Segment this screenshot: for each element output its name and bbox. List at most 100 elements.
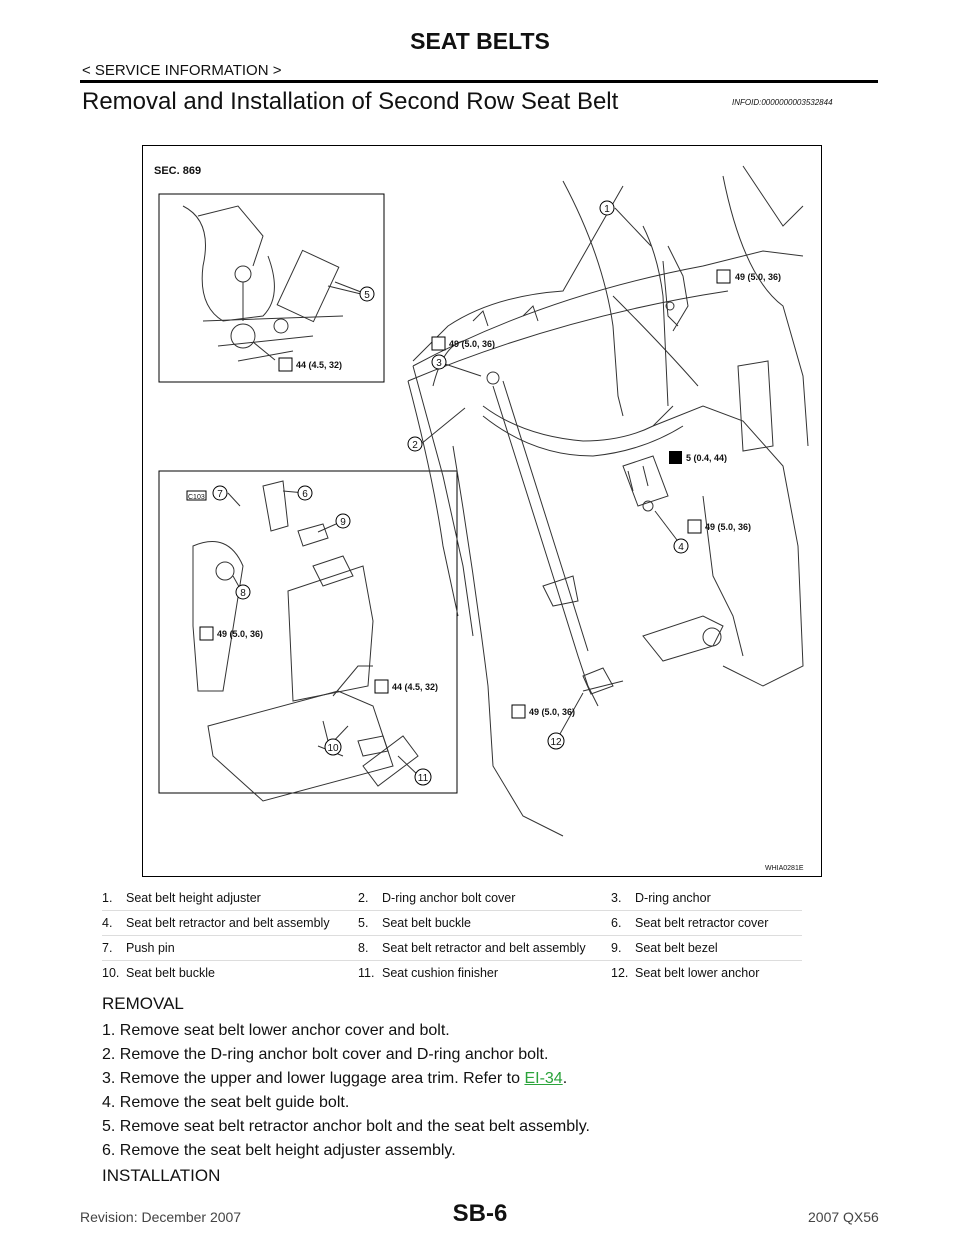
callout-circle: [324, 738, 342, 756]
legend-item: 6. Seat belt retractor cover: [611, 910, 802, 936]
callout-11: 11: [418, 773, 429, 784]
callout-12: 12: [550, 737, 562, 748]
revision-date: Revision: December 2007: [80, 1209, 242, 1225]
installation-heading: INSTALLATION: [102, 1166, 221, 1185]
legend-number: 7.: [102, 941, 113, 955]
torque-labels: 49 (5.0, 36) 49 (5.0, 36) 44 (4.5, 32) 5…: [199, 269, 781, 719]
removal-step-2: 2. Remove the D-ring anchor bolt cover a…: [102, 1046, 549, 1063]
breadcrumb: < SERVICE INFORMATION >: [82, 62, 282, 79]
legend-row: 4.Seat belt retractor and belt assembly …: [102, 910, 802, 936]
legend-item: 10. Seat belt buckle: [102, 960, 358, 985]
callout-4: 4: [678, 542, 684, 553]
callout-circle: [673, 538, 689, 554]
model-label: 2007 QX56: [808, 1209, 879, 1225]
legend-row: 10. Seat belt buckle 11. Seat cushion fini…: [102, 960, 802, 985]
legend-item: 2. D-ring anchor bolt cover: [358, 886, 611, 911]
page-title: SEAT BELTS: [410, 28, 550, 54]
inset-lower-left: [158, 470, 458, 794]
torque-icon: [374, 679, 389, 694]
legend-text: Seat belt buckle: [126, 966, 215, 980]
callout-circle: [335, 513, 351, 529]
section-title: Removal and Installation of Second Row S…: [82, 88, 619, 115]
callout-7: 7: [217, 489, 223, 500]
legend-text: Push pin: [126, 941, 175, 955]
legend-number: 1.: [102, 891, 113, 905]
torque-label-7: 44 (4.5, 32): [392, 682, 438, 692]
callout-circle: [297, 485, 313, 501]
callout-2: 2: [412, 440, 418, 451]
removal-step-4: 4. Remove the seat belt guide bolt.: [102, 1094, 350, 1111]
callout-8: 8: [240, 588, 246, 599]
legend-number: 2.: [358, 891, 369, 905]
legend-text: Seat belt retractor cover: [635, 916, 769, 930]
legend-item: 7. Push pin: [102, 935, 358, 961]
legend-number: 6.: [611, 916, 622, 930]
legend-row: 7.Push pin 8.Seat belt retractor and bel…: [102, 935, 802, 961]
legend-row: 1. Seat belt height adjuster 2. D-ring anc…: [102, 886, 802, 911]
callout-9: 9: [340, 517, 346, 528]
page-number: SB-6: [452, 1200, 508, 1227]
legend-text: D-ring anchor bolt cover: [382, 891, 516, 905]
legend-item: 12. Seat belt lower anchor: [611, 960, 802, 985]
legend-number: 11.: [358, 966, 375, 980]
connector-label: C103: [188, 494, 205, 501]
removal-step-3-tail: .: [562, 1070, 568, 1087]
header-rule: [80, 80, 878, 83]
inset-upper-illustration: [182, 205, 362, 362]
removal-step-1: 1. Remove seat belt lower anchor cover a…: [102, 1022, 450, 1039]
torque-label-6: 49 (5.0, 36): [217, 629, 263, 639]
info-id: INFOID:0000000003532844: [732, 98, 833, 107]
legend-number: 10.: [102, 966, 120, 980]
removal-step-3-text: 3. Remove the upper and lower luggage ar…: [102, 1070, 525, 1087]
legend-text: Seat belt lower anchor: [635, 966, 760, 980]
callout-6: 6: [302, 489, 308, 500]
legend-text: Seat belt retractor and belt assembly: [126, 916, 330, 930]
callout-circle: [414, 768, 432, 786]
legend-item: 11. Seat cushion finisher: [358, 960, 611, 985]
sec-label: SEC. 869: [154, 165, 201, 177]
callout-circle: [407, 436, 423, 452]
legend-number: 12.: [611, 966, 629, 980]
legend-text: Seat belt height adjuster: [126, 891, 261, 905]
callout-circle: [212, 485, 228, 501]
legend-item: 5.Seat belt buckle: [358, 910, 611, 936]
torque-icon: [511, 704, 526, 719]
callout-circle: [547, 732, 565, 750]
diagram-svg: SEC. 869: [154, 165, 809, 872]
removal-step-3: 3. Remove the upper and lower luggage ar…: [102, 1070, 567, 1088]
torque-icon: [687, 519, 702, 534]
legend-text: Seat cushion finisher: [382, 966, 499, 980]
legend-text: D-ring anchor: [635, 891, 711, 905]
main-illustration: [407, 165, 809, 837]
torque-label-4: 5 (0.4, 44): [686, 453, 727, 463]
legend-item: 1. Seat belt height adjuster: [102, 886, 358, 911]
torque-label-8: 49 (5.0, 36): [529, 707, 575, 717]
ei-34-link[interactable]: EI-34: [524, 1070, 563, 1087]
torque-label-3: 44 (4.5, 32): [296, 360, 342, 370]
legend-text: Seat belt retractor and belt assembly: [382, 941, 586, 955]
torque-label-5: 49 (5.0, 36): [705, 522, 751, 532]
legend-item: 3.D-ring anchor: [611, 886, 802, 911]
figure-seat-belt-diagram: SEC. 869: [142, 145, 822, 877]
removal-step-6: 6. Remove the seat belt height adjuster …: [102, 1142, 456, 1159]
torque-icon: [431, 336, 446, 351]
callouts: 1 2 3 4 5 6 7 8 9 10 11 12: [212, 200, 689, 786]
connector-box: [186, 490, 207, 501]
figure-code: WHIA0281E: [765, 865, 804, 872]
torque-label-2: 49 (5.0, 36): [449, 339, 495, 349]
callout-5: 5: [364, 290, 370, 301]
callout-circle: [431, 354, 447, 370]
callout-1: 1: [604, 204, 610, 215]
callout-circle: [599, 200, 615, 216]
callout-circle: [359, 286, 375, 302]
callout-10: 10: [327, 743, 339, 754]
legend-item: 9. Seat belt bezel: [611, 935, 802, 961]
legend-text: Seat belt bezel: [635, 941, 718, 955]
torque-label-1: 49 (5.0, 36): [735, 272, 781, 282]
removal-step-5: 5. Remove seat belt retractor anchor bol…: [102, 1118, 590, 1135]
callout-circle: [235, 584, 251, 600]
legend-number: 4.: [102, 916, 113, 930]
torque-icon: [716, 269, 731, 284]
inset-lower-illustration: [192, 480, 419, 802]
legend-number: 9.: [611, 941, 622, 955]
